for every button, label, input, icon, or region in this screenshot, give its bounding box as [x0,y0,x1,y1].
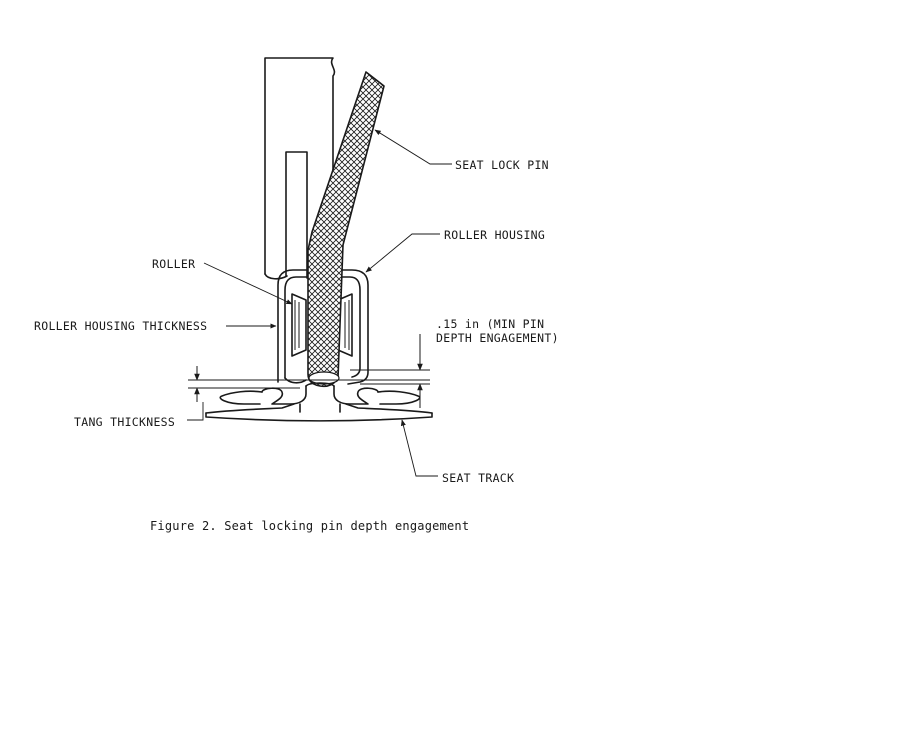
seat-leg [264,57,336,280]
roller-housing [277,269,369,385]
seat-track-label: SEAT TRACK [442,471,514,485]
figure-caption: Figure 2. Seat locking pin depth engagem… [150,519,469,533]
seat-lock-pin-label: SEAT LOCK PIN [455,158,549,172]
roller-housing-label: ROLLER HOUSING [444,228,545,242]
roller-housing-thickness-label: ROLLER HOUSING THICKNESS [34,319,207,333]
min-pin-label-line2: DEPTH ENGAGEMENT) [436,331,559,345]
dimension-lines [188,334,430,408]
tang-thickness-label: TANG THICKNESS [74,415,175,429]
seat-lock-pin [307,71,385,388]
min-pin-label-line1: .15 in (MIN PIN [436,317,544,331]
roller-label: ROLLER [152,257,195,271]
leader-lines [187,129,452,477]
seat-track [205,382,433,422]
